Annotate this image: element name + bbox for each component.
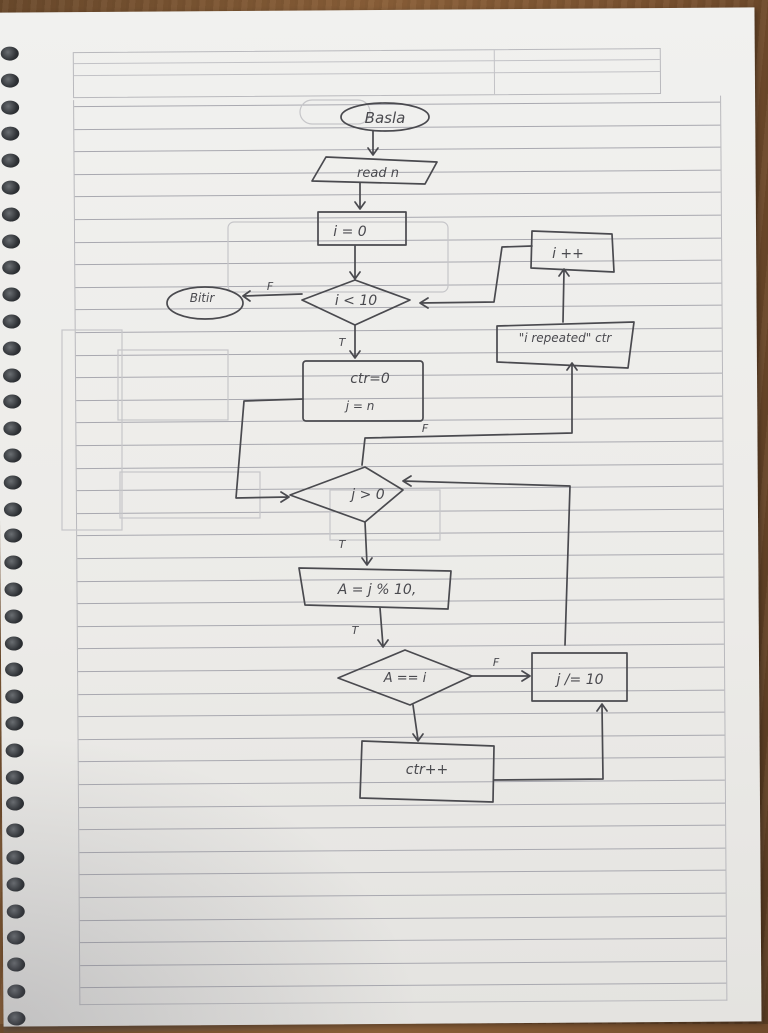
arrow-ctr-condj	[235, 398, 304, 503]
svg-text:ctr=0: ctr=0	[350, 371, 390, 387]
start-node: Basla	[340, 102, 430, 132]
calc-a-node: A = j % 10,	[298, 567, 452, 610]
svg-text:i ++: i ++	[552, 246, 584, 262]
label-true-i: T	[339, 336, 347, 349]
print-node: "i repeated" ctr	[496, 321, 635, 369]
label-true-a: T	[352, 624, 360, 637]
cond-a-node: A == i	[337, 649, 473, 706]
label-false-end: F	[267, 280, 274, 293]
end-node: Bitir	[166, 286, 244, 320]
arrow-cond-end	[242, 290, 303, 302]
arrow-conda-true	[412, 704, 424, 742]
arrow-condj-false	[361, 362, 578, 466]
arrow-print-incri	[558, 268, 570, 323]
svg-text:A = j % 10,: A = j % 10,	[337, 582, 417, 598]
div-j-node: j /= 10	[531, 652, 628, 702]
cond-j-node: j > 0	[289, 466, 404, 523]
arrow-input-init	[354, 182, 366, 210]
label-false-a: F	[493, 656, 500, 669]
arrow-incri-condi	[419, 245, 533, 309]
svg-text:ctr++: ctr++	[406, 762, 448, 778]
svg-text:i < 10: i < 10	[335, 293, 377, 309]
bleed-through-sketch	[61, 99, 449, 541]
init-ctr-node: ctr=0 j = n	[302, 360, 424, 422]
input-node: read n	[311, 156, 438, 185]
incr-i-node: i ++	[530, 230, 615, 273]
svg-text:"i repeated" ctr: "i repeated" ctr	[519, 331, 613, 345]
arrow-cond-true	[349, 324, 361, 359]
arrow-start-input	[367, 130, 379, 156]
arrow-incrctr-divj	[493, 703, 608, 781]
svg-text:A == i: A == i	[383, 671, 427, 686]
svg-text:Basla: Basla	[365, 109, 406, 127]
cond-i-node: i < 10	[301, 279, 411, 326]
incr-ctr-node: ctr++	[359, 740, 495, 803]
svg-text:j /= 10: j /= 10	[554, 672, 603, 688]
svg-text:i = 0: i = 0	[333, 224, 367, 240]
label-true-j: T	[339, 538, 347, 551]
arrow-condj-true	[361, 521, 373, 566]
arrow-divj-condj	[402, 475, 571, 646]
svg-text:j > 0: j > 0	[349, 487, 385, 503]
arrow-calc-conda	[377, 607, 389, 648]
arrow-conda-false	[471, 670, 531, 682]
label-false-j: F	[422, 422, 429, 435]
arrow-init-cond	[349, 245, 361, 280]
svg-text:read n: read n	[357, 166, 399, 181]
svg-text:j = n: j = n	[344, 399, 375, 413]
init-i-node: i = 0	[317, 211, 407, 246]
svg-text:Bitir: Bitir	[190, 291, 216, 305]
